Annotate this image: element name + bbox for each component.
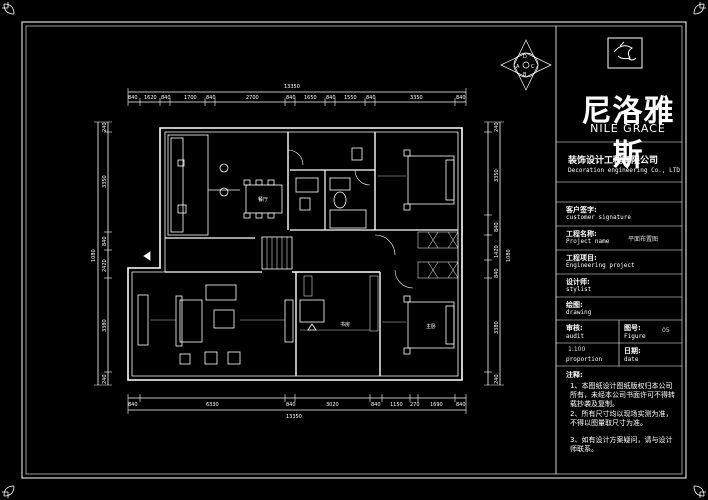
dim-top: 1700 xyxy=(184,95,197,101)
figure-label-en: Figure xyxy=(624,333,646,340)
note-2: 2、所有尺寸均以现场实测为准，不得以图量取尺寸为准。 xyxy=(570,410,673,427)
dim-left: 240 xyxy=(102,374,108,384)
note-3: 3、如有设计方案疑问，请与设计师联系。 xyxy=(570,436,673,453)
dim-bottom: 840 xyxy=(371,402,381,408)
scale-value: 1:100 xyxy=(568,346,586,353)
outer-frame xyxy=(21,21,687,479)
room-label-master: 主卧 xyxy=(426,323,436,330)
floor-plan xyxy=(94,88,504,414)
dim-right: 240 xyxy=(494,374,500,384)
dim-left: 3380 xyxy=(102,319,108,332)
dim-top: 840 xyxy=(206,95,216,101)
audit-label-en: audit xyxy=(566,333,585,340)
dim-bottom: 1690 xyxy=(430,402,443,408)
dim-bottom-total: 13350 xyxy=(286,414,302,420)
room-label-dining: 餐厅 xyxy=(258,196,268,203)
dim-right: 3350 xyxy=(494,169,500,182)
scale-label-en: proportion xyxy=(566,356,603,363)
dim-left: 840 xyxy=(102,236,108,246)
date-label-en: date xyxy=(624,356,639,363)
dim-top: 2700 xyxy=(246,95,259,101)
compass-letter-b: B xyxy=(523,72,527,78)
drawing-label-en: drawing xyxy=(566,309,592,316)
dim-bottom: 270 xyxy=(410,402,420,408)
dimension-labels: 13350 840 1620 840 1700 840 2700 840 165… xyxy=(91,84,512,420)
dim-bottom: 840 xyxy=(456,402,466,408)
customer-label-cn: 客户签字: xyxy=(566,206,597,214)
dim-top: 1650 xyxy=(304,95,317,101)
dim-right: 840 xyxy=(494,268,500,278)
brand-name-cn: 尼洛雅斯 xyxy=(581,94,675,173)
dim-top: 840 xyxy=(161,95,171,101)
project-label-en: Project name xyxy=(566,238,610,245)
figure-label-cn: 图号: xyxy=(624,324,641,332)
project-label-cn: 工程名称: xyxy=(566,230,597,238)
dim-top: 840 xyxy=(286,95,296,101)
eng-project-label-cn: 工程项目: xyxy=(566,254,597,262)
logo-emblem-icon xyxy=(607,37,643,69)
dim-left: 3350 xyxy=(102,175,108,188)
dim-top: 840 xyxy=(128,95,138,101)
dim-top: 1550 xyxy=(344,95,357,101)
brand-name-en: NILE GRACE xyxy=(590,122,666,135)
dim-bottom: 1150 xyxy=(390,402,403,408)
drawing-label-cn: 绘图: xyxy=(566,301,583,309)
dim-top: 840 xyxy=(456,95,466,101)
figure-number: 05 xyxy=(662,327,670,334)
date-label-cn: 日期: xyxy=(624,347,641,355)
dim-left: 240 xyxy=(102,122,108,132)
eng-project-label-en: Engineering project xyxy=(566,262,635,269)
customer-label-en: customer signature xyxy=(566,214,632,221)
compass-letter-a: A xyxy=(516,64,520,70)
dim-top: 840 xyxy=(326,95,336,101)
dim-top: 3350 xyxy=(410,95,423,101)
designer-label-en: stylist xyxy=(566,286,592,293)
audit-label-cn: 审核: xyxy=(566,324,583,332)
dim-right: 3380 xyxy=(494,321,500,334)
notes-title: 注释: xyxy=(566,371,583,379)
dim-bottom: 840 xyxy=(128,402,138,408)
drawing-name: 平面布置图 xyxy=(628,236,659,243)
compass-letter-c: C xyxy=(531,64,535,70)
dim-top-total: 13350 xyxy=(284,84,300,90)
designer-label-cn: 设计师: xyxy=(566,278,590,286)
dim-right: 240 xyxy=(494,122,500,132)
compass-icon xyxy=(500,39,552,91)
dim-top: 840 xyxy=(366,95,376,101)
company-name-cn: 装饰设计工程有限公司 xyxy=(568,156,659,166)
dim-top: 1620 xyxy=(144,95,157,101)
dim-right: 840 xyxy=(494,222,500,232)
dim-right-total: 1080 xyxy=(506,249,512,262)
dim-bottom: 6330 xyxy=(206,402,219,408)
dim-left-total: 1080 xyxy=(91,249,97,262)
note-1: 1、本图纸设计图纸版权归本公司所有，未经本公司书面许可不得转载抄袭及复制。 xyxy=(570,382,675,408)
dim-bottom: 840 xyxy=(286,402,296,408)
company-name-en: Decoration engineering Co., LTD xyxy=(568,167,680,174)
dim-left: 2420 xyxy=(102,259,108,272)
dim-bottom: 3020 xyxy=(326,402,339,408)
dim-right: 1420 xyxy=(494,245,500,258)
compass-letter-d: D xyxy=(523,54,527,60)
room-label-study: 书房 xyxy=(340,321,350,328)
